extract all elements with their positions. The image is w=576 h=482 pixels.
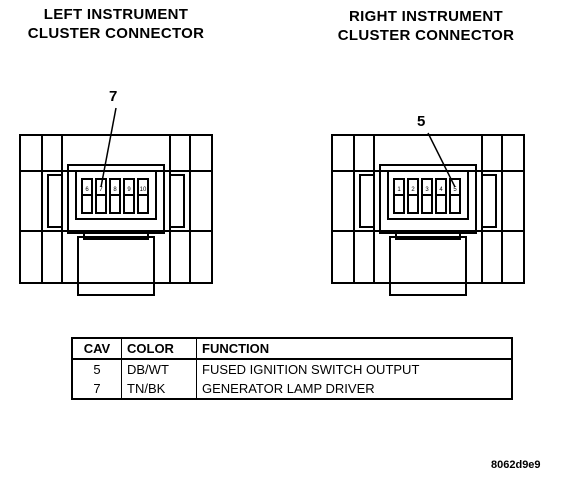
left-callout-label: 7: [109, 88, 118, 105]
cavity-number: 9: [127, 187, 131, 193]
figure-id: 8062d9e9: [491, 459, 541, 471]
cavity-number: 1: [397, 187, 401, 193]
callout-leader: [100, 107, 117, 188]
cell-function: GENERATOR LAMP DRIVER: [202, 381, 375, 396]
cell-color: TN/BK: [121, 379, 197, 399]
table-row: 5 DB/WT FUSED IGNITION SWITCH OUTPUT: [72, 359, 512, 379]
cavity-number: 2: [411, 187, 415, 193]
header-cav: CAV: [72, 338, 122, 360]
connector-housing: [19, 134, 213, 284]
pinout-table: CAV COLOR FUNCTION 5 DB/WT FUSED IGNITIO…: [71, 337, 513, 400]
header-function: FUNCTION: [196, 338, 512, 360]
lower-tab: [77, 236, 155, 296]
cavity-number: 3: [425, 187, 429, 193]
cell-color: DB/WT: [121, 359, 197, 379]
tab-lip: [83, 232, 149, 240]
pinout-header-row: CAV COLOR FUNCTION: [72, 338, 512, 360]
latch-right: [169, 174, 185, 228]
cavity-number: 10: [140, 187, 147, 193]
cell-cav: 7: [72, 379, 122, 399]
left-connector-drawing: 6 7 8 9 10: [19, 107, 213, 296]
cell-function: FUSED IGNITION SWITCH OUTPUT: [202, 362, 420, 377]
cavity-number: 8: [113, 187, 117, 193]
latch-left: [47, 174, 63, 228]
cavity-face: [387, 170, 469, 220]
header-color: COLOR: [121, 338, 197, 360]
cavity-face: [75, 170, 157, 220]
right-title-line1: RIGHT INSTRUMENT: [349, 8, 503, 25]
connector-housing: [331, 134, 525, 284]
latch-left: [359, 174, 375, 228]
left-connector-title: LEFT INSTRUMENT CLUSTER CONNECTOR: [0, 5, 232, 43]
cell-cav: 5: [72, 359, 122, 379]
lower-tab: [389, 236, 467, 296]
table-row: 7 TN/BK GENERATOR LAMP DRIVER: [72, 379, 512, 399]
left-title-line1: LEFT INSTRUMENT: [43, 6, 189, 23]
right-title-line2: CLUSTER CONNECTOR: [337, 27, 515, 44]
latch-right: [481, 174, 497, 228]
right-callout-label: 5: [417, 113, 426, 130]
cavity-number: 5: [453, 187, 457, 193]
tab-lip: [395, 232, 461, 240]
cavity-number: 7: [99, 187, 103, 193]
cavity-number: 6: [85, 187, 89, 193]
left-title-line2: CLUSTER CONNECTOR: [27, 25, 205, 42]
right-connector-title: RIGHT INSTRUMENT CLUSTER CONNECTOR: [312, 7, 540, 45]
right-connector-drawing: 1 2 3 4 5: [331, 132, 525, 296]
callout-leader: [427, 132, 456, 188]
cavity-number: 4: [439, 187, 443, 193]
